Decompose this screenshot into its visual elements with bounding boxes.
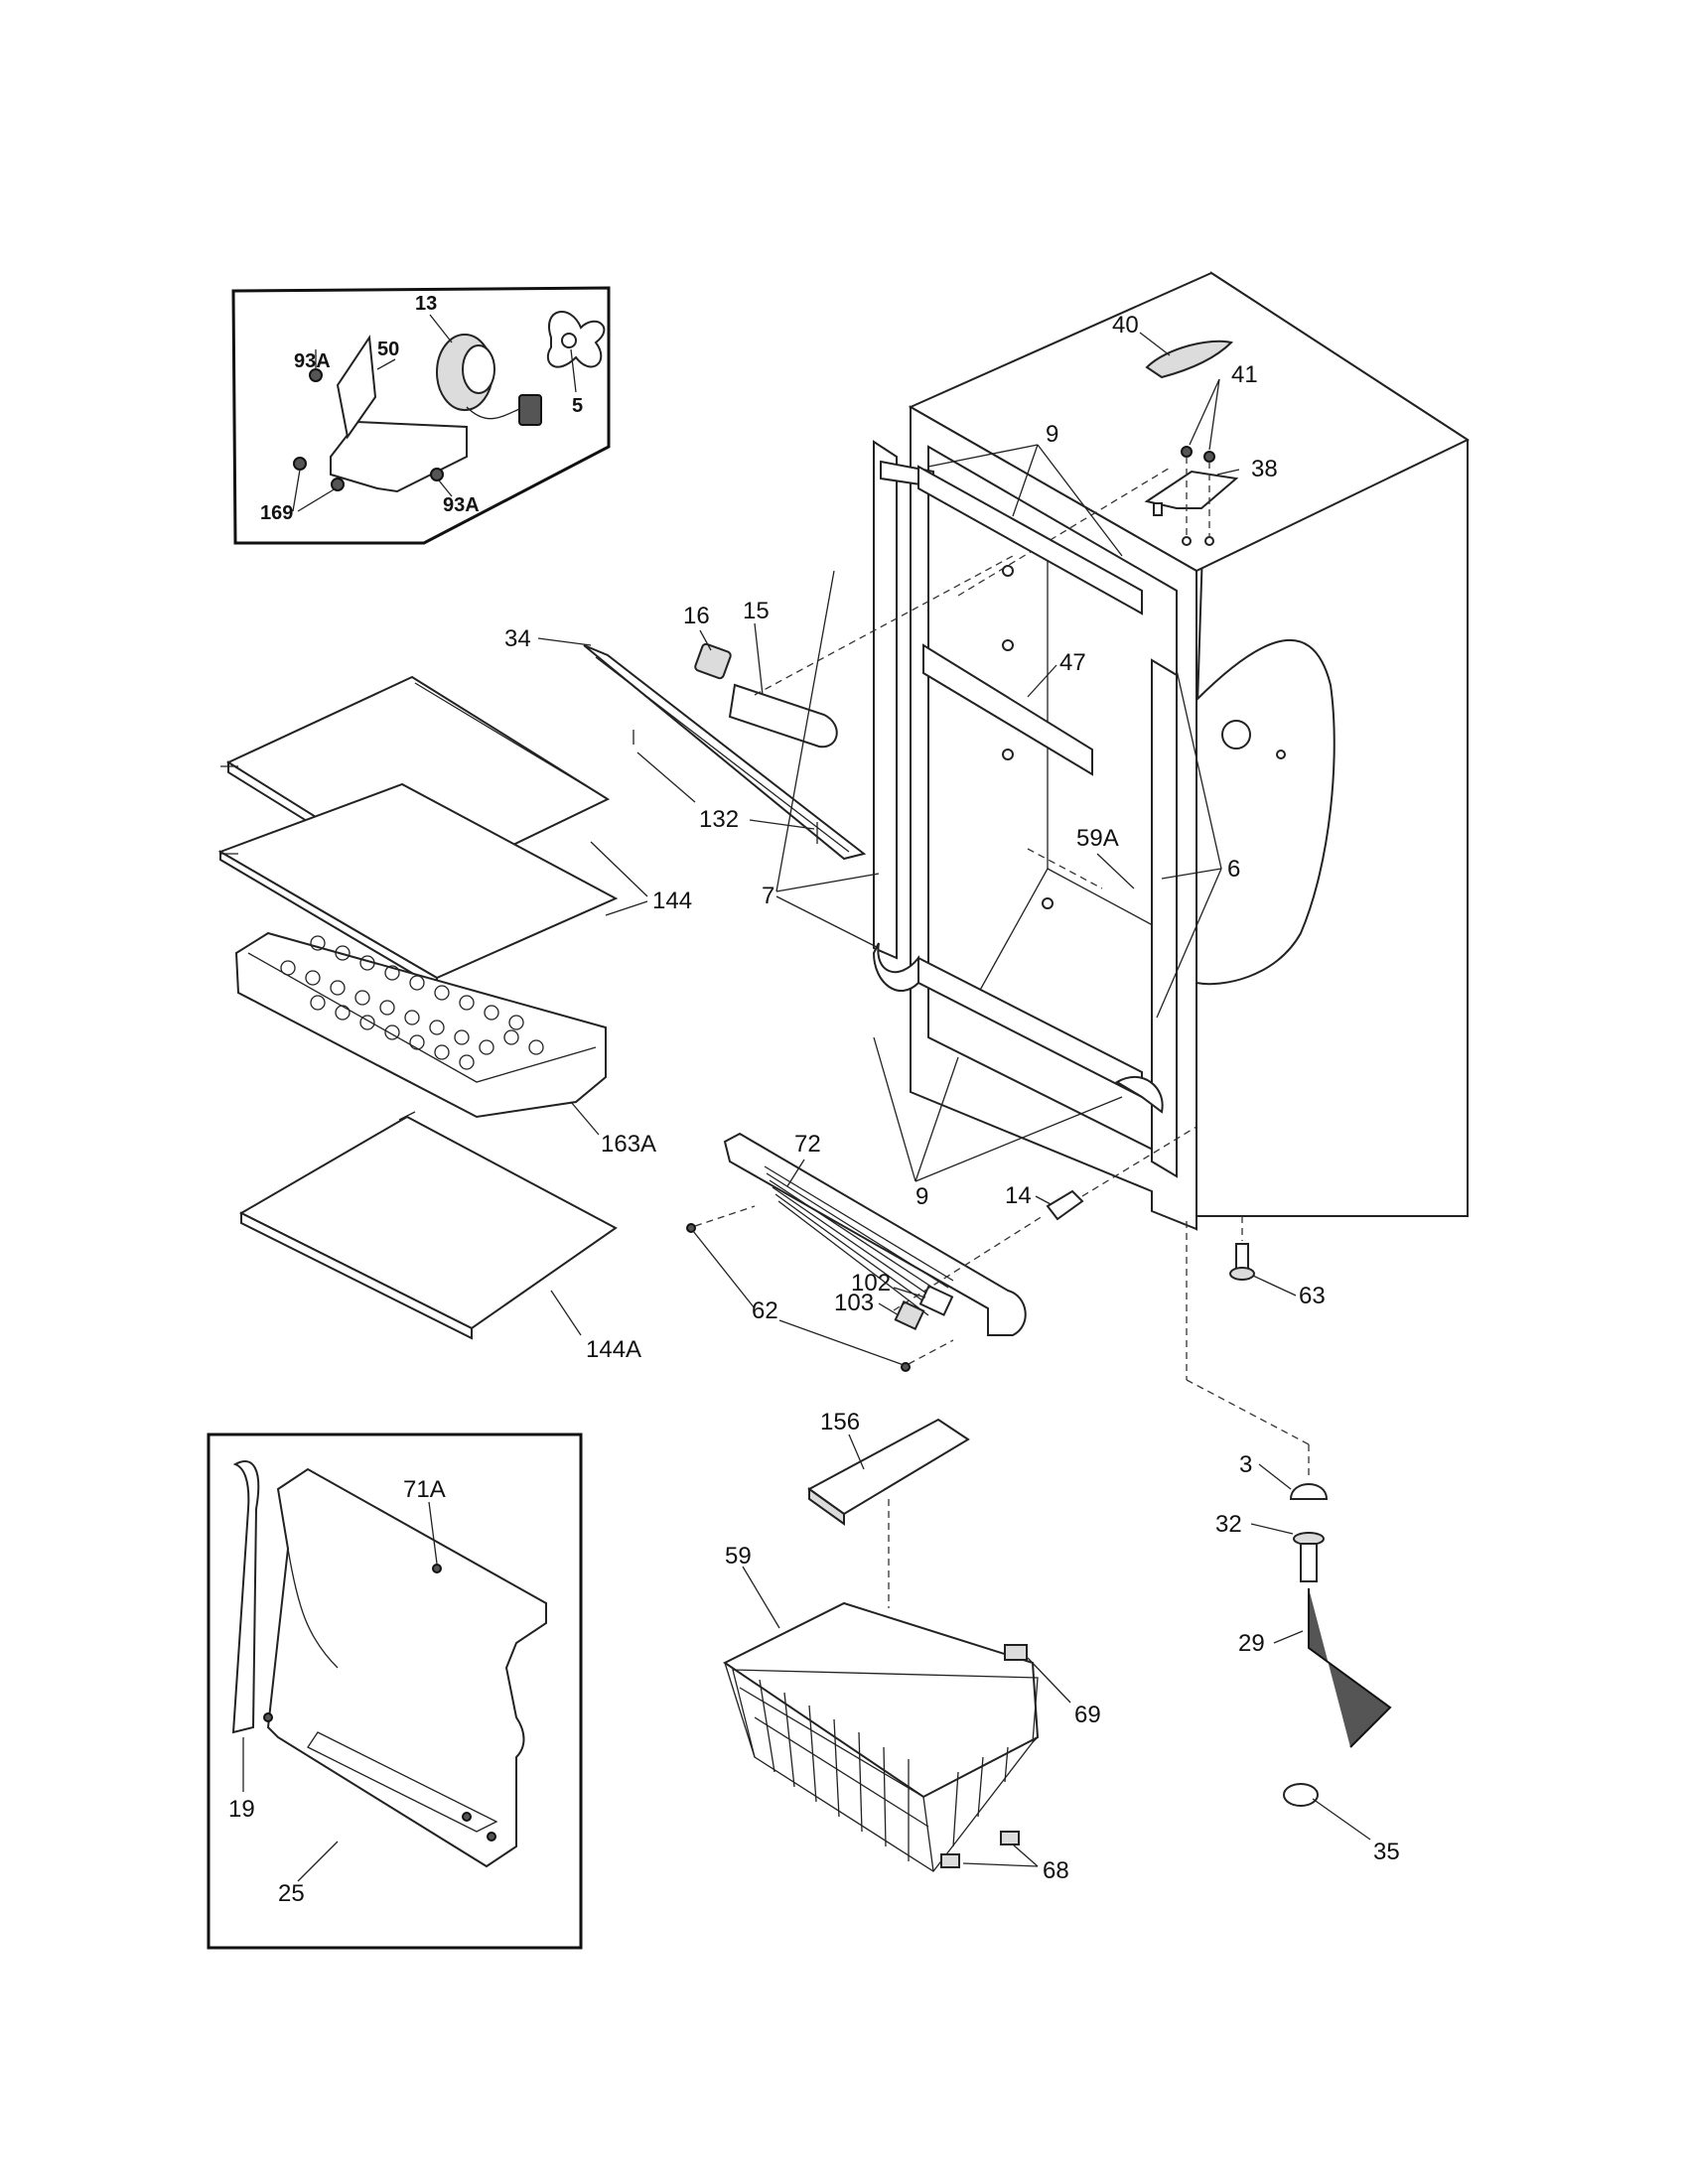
callout-6: 6 [1227, 856, 1240, 883]
basket-wires [739, 1679, 1009, 1861]
leader-lines [242, 332, 1371, 1882]
callout-71a: 71A [403, 1476, 446, 1503]
drain-parts [1283, 1483, 1392, 1807]
hinge-38 [1144, 470, 1239, 509]
kickplate-72 [686, 1132, 1027, 1372]
control-assembly [583, 555, 1014, 861]
inset-baffle [207, 1433, 583, 1950]
wire-basket-59 [723, 1601, 1040, 1872]
screw-93a-bot [430, 468, 444, 481]
light-switch-102 [918, 1285, 954, 1316]
inset-fan-motor [231, 286, 611, 545]
callout-labels: 13 50 93A 5 169 93A 40 41 38 9 16 15 34 … [228, 293, 1400, 1907]
drain-hose-29 [1308, 1588, 1392, 1748]
callout-62: 62 [752, 1297, 778, 1324]
clip-68-a [940, 1853, 960, 1868]
switch-cover-103 [894, 1299, 925, 1331]
door-rack-156 [807, 1418, 970, 1608]
trim-left-7 [873, 440, 898, 960]
callout-59: 59 [725, 1543, 752, 1570]
breaker-trims [872, 440, 1178, 1178]
callout-163a: 163A [601, 1131, 656, 1158]
callout-93a-bot: 93A [443, 494, 480, 516]
callout-9-bot: 9 [915, 1183, 928, 1210]
trim-right-6 [1151, 658, 1178, 1178]
callout-38: 38 [1251, 456, 1278, 482]
crisper-shelf-163a [234, 931, 607, 1119]
inset-frame-top [231, 286, 611, 545]
callout-25: 25 [278, 1880, 305, 1907]
callout-69: 69 [1074, 1702, 1101, 1728]
clip-68-b [1000, 1831, 1020, 1845]
baffle-25 [266, 1467, 547, 1868]
clip-69 [1004, 1644, 1028, 1661]
screw-41-b [1203, 451, 1215, 463]
callout-50: 50 [377, 339, 399, 360]
callout-169: 169 [260, 502, 293, 524]
gasket-19 [231, 1460, 260, 1734]
screw-71a [432, 1564, 442, 1573]
clamp-35 [1283, 1783, 1319, 1807]
callout-93a-top: 93A [294, 350, 331, 372]
fan-motor [436, 334, 542, 426]
callout-47: 47 [1059, 649, 1086, 676]
callout-144: 144 [652, 887, 692, 914]
callout-40: 40 [1112, 312, 1139, 339]
shelf-144-lower [217, 782, 619, 990]
callout-9-top: 9 [1046, 421, 1058, 448]
kickplate-vents [764, 1165, 954, 1316]
callout-41: 41 [1231, 361, 1258, 388]
screw-169-b [331, 478, 345, 491]
inset-frame-bottom [207, 1433, 583, 1950]
callout-103: 103 [834, 1290, 874, 1316]
hinge-assembly [1144, 340, 1239, 546]
thermostat-bulb-15 [728, 683, 838, 749]
drain-plug-3 [1289, 1483, 1329, 1500]
callout-7: 7 [762, 883, 774, 909]
callout-59a: 59A [1076, 825, 1119, 852]
callout-5: 5 [572, 395, 583, 417]
callout-132: 132 [699, 806, 739, 833]
trim-top-9 [917, 465, 1143, 615]
fan-blade [546, 311, 606, 368]
shelf-144a [238, 1111, 618, 1340]
callout-34: 34 [504, 625, 531, 652]
callout-68: 68 [1043, 1857, 1069, 1884]
callout-3: 3 [1239, 1451, 1252, 1478]
cabinet [908, 271, 1471, 1231]
callout-29: 29 [1238, 1630, 1265, 1657]
screw-62-a [686, 1223, 696, 1233]
callout-19: 19 [228, 1796, 255, 1823]
callout-72: 72 [794, 1131, 821, 1158]
shelf-support-47 [922, 643, 1093, 776]
callout-102: 102 [851, 1270, 891, 1297]
callout-35: 35 [1373, 1839, 1400, 1865]
screw-169-a [293, 457, 307, 471]
thermostat-16 [694, 642, 732, 680]
leveler-63 [1186, 1216, 1310, 1479]
crisper-holes [280, 935, 544, 1070]
hinge-cover-40 [1145, 340, 1233, 379]
callout-144a: 144A [586, 1336, 641, 1363]
callout-16: 16 [683, 603, 710, 629]
callout-63: 63 [1299, 1283, 1326, 1309]
callout-14: 14 [1005, 1182, 1032, 1209]
callout-156: 156 [820, 1409, 860, 1435]
motor-bracket [330, 335, 468, 493]
callout-13: 13 [415, 293, 437, 315]
callout-32: 32 [1215, 1511, 1242, 1538]
callout-15: 15 [743, 598, 770, 624]
screw-41-a [1181, 446, 1193, 458]
